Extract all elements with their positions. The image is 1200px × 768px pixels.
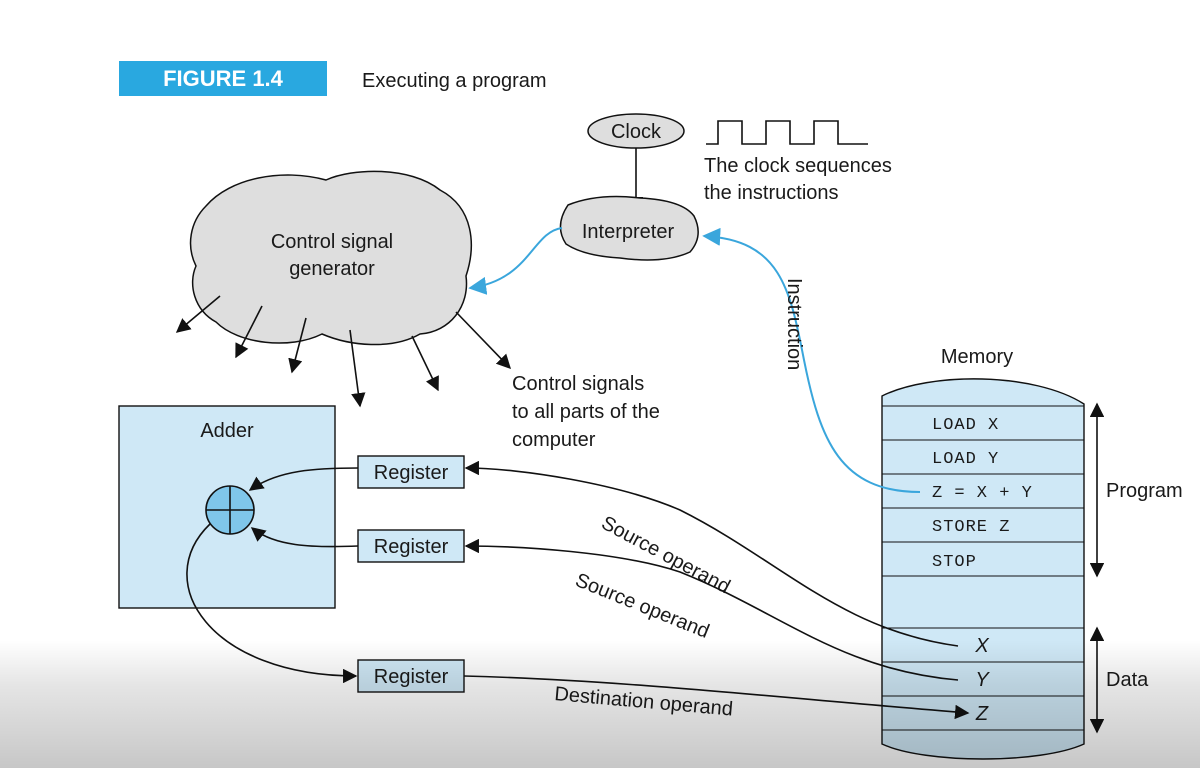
memory-program-cell: LOAD Y [932, 450, 999, 469]
control-arrow-2 [235, 305, 263, 359]
x-to-register1-arrow [464, 460, 959, 647]
interpreter: Interpreter [559, 195, 699, 261]
clock-note-line2: the instructions [704, 182, 839, 204]
control-signals-line2: to all parts of the [512, 401, 660, 423]
register-1: Register [357, 455, 465, 489]
register-1-box [357, 455, 465, 489]
memory-label: Memory [941, 346, 1013, 368]
memory-data-cell: Y [975, 669, 990, 691]
memory-program-cell: STORE Z [932, 518, 1010, 537]
register-3: Register [357, 659, 465, 693]
control-generator-line1: Control signal [271, 231, 393, 253]
memory-program-cell: LOAD X [932, 416, 999, 435]
clock-label: Clock [611, 121, 662, 143]
figure-label-box [119, 61, 327, 96]
destination-operand-label: Destination operand [554, 683, 734, 721]
interpreter-label: Interpreter [582, 221, 675, 243]
adder-label: Adder [200, 420, 254, 442]
register2-to-adder-arrow [250, 527, 359, 548]
memory-data-cell: X [974, 635, 989, 657]
data-label: Data [1106, 669, 1149, 691]
control-generator-shape [189, 170, 472, 346]
instruction-label: Instruction [783, 278, 805, 370]
register-3-label: Register [374, 666, 449, 688]
y-to-register2-arrow [464, 538, 959, 681]
register-2-box [357, 529, 465, 563]
control-generator-line2: generator [289, 258, 375, 280]
figure-header: FIGURE 1.4 Executing a program [119, 61, 547, 96]
figure-title: Executing a program [362, 70, 547, 92]
program-label: Program [1106, 480, 1183, 502]
data-bracket: Data [1089, 626, 1149, 734]
control-signals-line3: computer [512, 429, 596, 451]
control-arrow-5 [411, 335, 439, 392]
register-2: Register [357, 529, 465, 563]
register1-to-adder-arrow [248, 467, 359, 491]
register-2-label: Register [374, 536, 449, 558]
clock-waveform [706, 120, 868, 145]
control-arrow-6 [455, 311, 511, 370]
memory-data-cell: Z [975, 703, 989, 725]
figure-label: FIGURE 1.4 [163, 66, 284, 91]
memory-body [881, 378, 1085, 760]
clock: Clock The clock sequences the instructio… [587, 113, 892, 212]
memory: Memory LOAD X LOAD Y Z = X + Y STORE Z S… [881, 346, 1085, 760]
control-arrow-1 [175, 295, 221, 333]
adder-to-register3-arrow [186, 523, 358, 684]
memory-program-cell: STOP [932, 553, 977, 572]
control-signals-line1: Control signals [512, 373, 644, 395]
control-arrow-3 [288, 317, 307, 374]
control-arrow-4 [349, 329, 366, 408]
interpreter-shape [559, 195, 699, 261]
control-generator: Control signal generator [175, 170, 511, 408]
register-1-label: Register [374, 462, 449, 484]
register3-to-z-arrow [463, 675, 970, 720]
clock-note-line1: The clock sequences [704, 155, 892, 177]
interpreter-to-generator-arrow [468, 227, 563, 295]
adder: Adder [118, 405, 336, 609]
memory-program-cell: Z = X + Y [932, 484, 1033, 503]
program-bracket: Program [1089, 402, 1183, 578]
instruction-arrow [702, 227, 921, 493]
